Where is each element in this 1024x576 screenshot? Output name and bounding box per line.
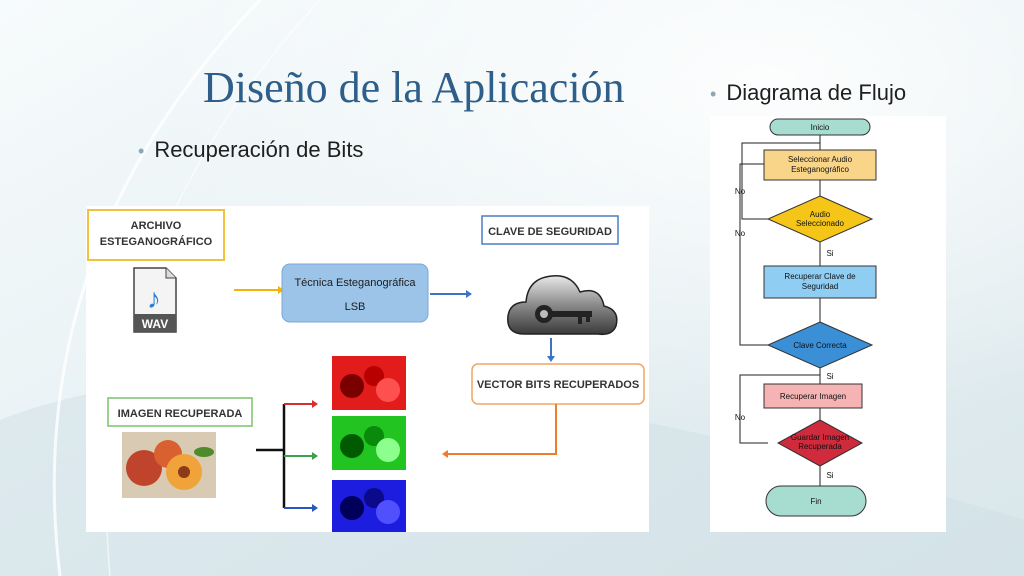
- blue-channel-image: [332, 480, 406, 532]
- flow-clave-correcta: [766, 321, 874, 369]
- flowchart: Inicio Seleccionar Audio Esteganográfico…: [710, 116, 946, 532]
- flow-inicio: [769, 118, 871, 136]
- flow-no-label-3: No: [735, 413, 746, 422]
- archivo-label-1: ARCHIVO: [131, 220, 182, 232]
- imagen-box: [107, 397, 253, 427]
- peach-photo: [122, 432, 216, 498]
- flow-no-label-1: No: [735, 187, 746, 196]
- flow-fin: [765, 485, 867, 517]
- flow-guardar-imagen: [776, 419, 864, 467]
- wav-label: WAV: [142, 317, 168, 331]
- red-channel-image: [332, 356, 406, 410]
- archivo-box: [87, 209, 225, 261]
- flow-guardar-label-1: Guardar Imagen: [791, 433, 849, 442]
- flow-recuperar-clave-label-2: Seguridad: [802, 282, 838, 291]
- green-channel-image: [332, 416, 406, 470]
- flow-recuperar-clave: [763, 265, 877, 299]
- tecnica-box: [281, 263, 429, 323]
- flow-audio-label-1: Audio: [810, 210, 831, 219]
- wav-file-icon: ♪ WAV: [133, 267, 177, 333]
- flow-guardar-label-2: Recuperada: [798, 442, 842, 451]
- flow-si-label-2: Si: [826, 372, 833, 381]
- imagen-label: IMAGEN RECUPERADA: [118, 408, 243, 420]
- flow-inicio-label: Inicio: [811, 123, 830, 132]
- flow-audio-label-2: Seleccionado: [796, 219, 845, 228]
- bullet-diagrama: • Diagrama de Flujo: [710, 80, 906, 106]
- bullet-diagrama-text: Diagrama de Flujo: [726, 80, 907, 105]
- bullet-dot-icon: •: [710, 84, 717, 104]
- flow-seleccionar-label-1: Seleccionar Audio: [788, 155, 853, 164]
- clave-label: CLAVE DE SEGURIDAD: [488, 226, 612, 238]
- vector-box: [471, 363, 645, 405]
- flow-audio-seleccionado: [766, 195, 874, 243]
- cloud-key-icon: [507, 275, 618, 336]
- tecnica-label-1: Técnica Esteganográfica: [294, 277, 416, 289]
- flow-recuperar-imagen: [763, 383, 863, 409]
- flow-clave-correcta-label: Clave Correcta: [793, 341, 847, 350]
- flow-si-label-3: Si: [826, 471, 833, 480]
- flow-fin-label: Fin: [810, 497, 821, 506]
- flow-seleccionar: [763, 149, 877, 181]
- tecnica-label-2: LSB: [345, 301, 366, 313]
- clave-box: [481, 215, 619, 245]
- flow-no-label-2: No: [735, 229, 746, 238]
- flow-recuperar-imagen-label: Recuperar Imagen: [780, 392, 846, 401]
- music-note-icon: ♪: [147, 283, 161, 314]
- flow-si-label-1: Si: [826, 249, 833, 258]
- vector-label: VECTOR BITS RECUPERADOS: [477, 379, 639, 391]
- flow-recuperar-clave-label-1: Recuperar Clave de: [784, 272, 856, 281]
- archivo-label-2: ESTEGANOGRÁFICO: [100, 235, 213, 248]
- process-diagram: ARCHIVO ESTEGANOGRÁFICO ♪ WAV Técnica Es…: [86, 206, 649, 532]
- bullet-dot-icon: •: [138, 141, 145, 161]
- flow-seleccionar-label-2: Esteganográfico: [791, 165, 849, 174]
- bullet-recuperacion-text: Recuperación de Bits: [154, 137, 364, 162]
- slide-title: Diseño de la Aplicación: [203, 63, 625, 112]
- bullet-recuperacion: • Recuperación de Bits: [138, 137, 363, 163]
- arrow-vector-images: [448, 404, 557, 455]
